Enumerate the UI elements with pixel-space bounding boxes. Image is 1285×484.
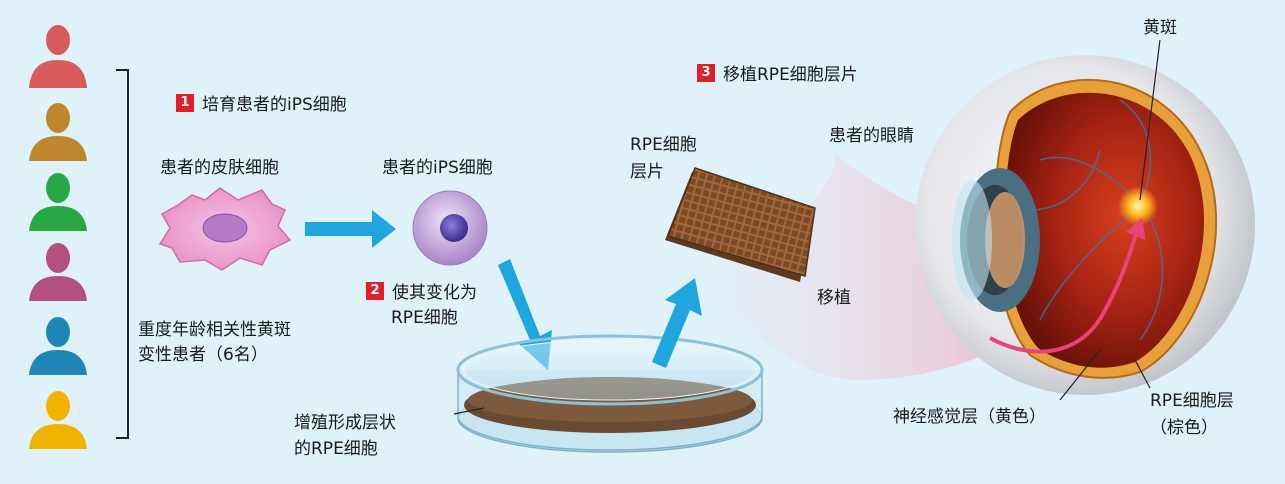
eye-label: 患者的眼睛 — [829, 126, 914, 146]
person-icon — [29, 103, 87, 161]
sheet-label-line2: 层片 — [630, 162, 664, 182]
ips-cell-illustration — [412, 190, 488, 266]
sheet-label-line1: RPE细胞 — [630, 135, 697, 155]
person-icon — [29, 243, 87, 301]
arrow-down — [498, 259, 552, 370]
step-2-text: 使其变化为 — [392, 283, 477, 303]
person-icon — [29, 391, 87, 449]
petri-dish-illustration — [456, 334, 764, 453]
step-1-badge: 1 — [176, 94, 194, 112]
neural-layer-pointer — [1059, 349, 1101, 401]
ips-cell-label: 患者的iPS细胞 — [382, 158, 493, 178]
patient-bracket — [116, 69, 129, 439]
patients-label-line2: 变性患者（6名） — [138, 345, 268, 365]
transplant-arrowhead — [1126, 218, 1146, 240]
step-3-badge: 3 — [697, 64, 715, 82]
person-icon — [29, 25, 87, 88]
person-icon — [29, 317, 87, 375]
dish-label-line2: 的RPE细胞 — [294, 439, 378, 459]
rpe-layer-label-line2: （棕色） — [1150, 418, 1218, 438]
macula-pointer — [1139, 39, 1161, 201]
skin-cell-label: 患者的皮肤细胞 — [160, 158, 279, 178]
rpe-sheet-illustration — [665, 167, 816, 282]
rpe-layer-label-line1: RPE细胞层 — [1150, 391, 1234, 411]
patients-label-line1: 重度年龄相关性黄斑 — [138, 320, 291, 340]
transplant-label: 移植 — [817, 288, 851, 308]
skin-cell-illustration — [158, 187, 292, 271]
neural-layer-label: 神经感觉层（黄色） — [893, 407, 1046, 427]
dish-label-line1: 增殖形成层状 — [294, 413, 396, 433]
rpe-layer-pointer — [1134, 359, 1151, 389]
step-2-label: 2 使其变化为 — [366, 281, 477, 305]
dish-pointer — [453, 407, 485, 415]
eye-illustration — [915, 55, 1255, 395]
arrow-up — [652, 278, 702, 368]
step-2-text-line2: RPE细胞 — [391, 308, 458, 328]
patient-icons — [29, 25, 87, 449]
step-2-badge: 2 — [366, 282, 384, 300]
step-3-label: 3 移植RPE细胞层片 — [697, 63, 858, 87]
arrow-right — [305, 210, 396, 248]
step-3-text: 移植RPE细胞层片 — [723, 65, 858, 85]
macula-label: 黄斑 — [1143, 18, 1177, 38]
person-icon — [29, 173, 87, 231]
step-1-text: 培育患者的iPS细胞 — [202, 95, 347, 115]
step-1-label: 1 培育患者的iPS细胞 — [176, 93, 347, 117]
transplant-arrow — [989, 227, 1140, 354]
